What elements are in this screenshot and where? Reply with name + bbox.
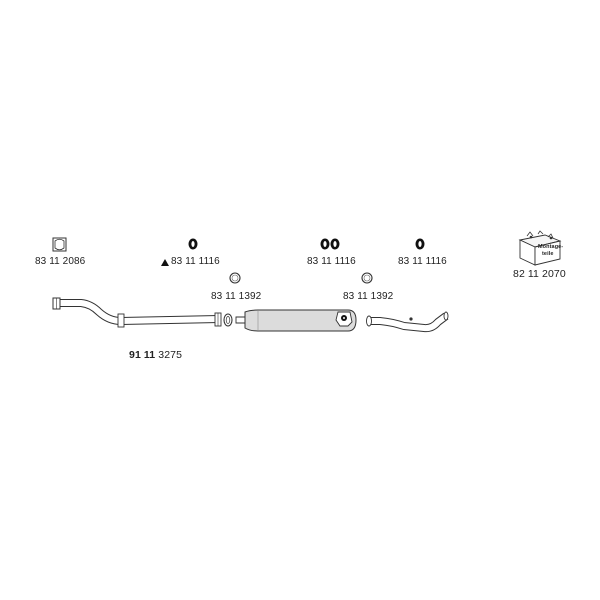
oval-clamp-icon [415,238,425,250]
front-pipe-part-number: 91 11 3275 [129,349,182,361]
ring-right-part-number: 83 11 1392 [343,291,394,302]
muffler [235,309,357,332]
kit-box-text-line1: Montage- [538,244,564,250]
mounting-kit-box-icon [518,230,562,266]
front-pipe-part-a: 91 [129,349,141,361]
tail-pipe [366,311,449,333]
connector-ring [223,313,233,327]
clamp-left-part-number: 83 11 1116 [171,256,220,267]
front-pipe [52,297,222,328]
triangle-marker-icon [161,259,169,266]
ring-gasket-icon [361,272,373,284]
square-gasket-icon [52,237,67,252]
clamp-right-part-number: 83 11 1116 [398,256,447,267]
kit-box-text-line2: teile [542,251,554,257]
oval-clamp-icon [320,238,330,250]
oval-clamp-icon [188,238,198,250]
front-pipe-part-c: 3275 [158,349,183,361]
oval-clamp-icon [330,238,340,250]
gasket-part-number: 83 11 2086 [35,256,86,267]
ring-gasket-icon [229,272,241,284]
clamp-middle-part-number: 83 11 1116 [307,256,356,267]
kit-part-number: 82 11 2070 [513,268,566,280]
ring-left-part-number: 83 11 1392 [211,291,262,302]
front-pipe-part-b: 11 [143,349,156,361]
